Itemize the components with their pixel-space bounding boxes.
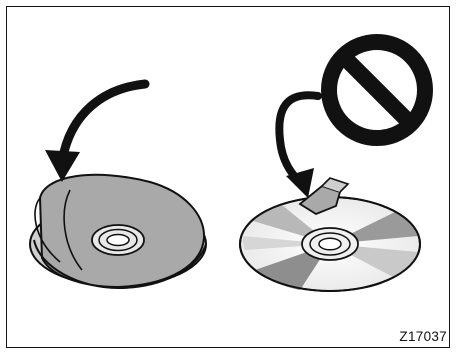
left-disc <box>30 175 206 288</box>
curved-arrow-down-icon-right <box>279 95 318 198</box>
curved-arrow-down-icon <box>45 84 145 182</box>
no-symbol-icon <box>329 42 425 138</box>
figure-code: Z17037 <box>399 329 447 344</box>
right-disc <box>240 178 420 291</box>
